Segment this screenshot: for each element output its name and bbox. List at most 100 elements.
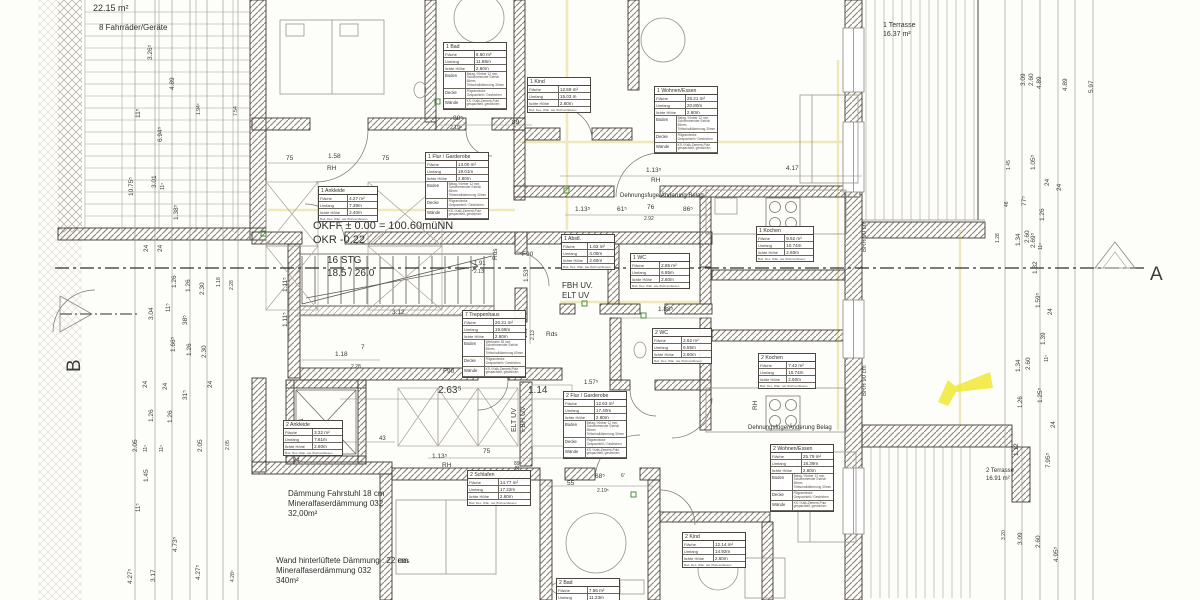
dim-label: 4.89 bbox=[1036, 76, 1043, 89]
dim-label: 1.34 bbox=[1015, 233, 1022, 246]
section-marker-b: B bbox=[64, 359, 85, 372]
dim-label: FBH UV bbox=[520, 406, 527, 432]
section-line-a bbox=[55, 241, 1148, 269]
dim-label: 31⁵ bbox=[182, 390, 189, 400]
dim-label: 75 bbox=[483, 448, 491, 455]
dim-label: 11⁵ bbox=[165, 303, 172, 312]
dim-label: 24 bbox=[143, 244, 150, 252]
dim-label: 1.39 bbox=[1040, 332, 1047, 345]
dim-label: 2.28 bbox=[351, 364, 361, 370]
dim-label: 61⁵ bbox=[617, 206, 627, 213]
dim-label: 38⁵ bbox=[182, 315, 189, 325]
annotation-text: FBH UV.ELT UV bbox=[562, 281, 593, 300]
dim-label: 75 bbox=[382, 155, 390, 162]
dim-label: RH bbox=[752, 400, 759, 410]
dim-label: 3.17 bbox=[150, 569, 157, 582]
dim-label: 1.38⁵ bbox=[173, 204, 180, 220]
terrace-2-decking bbox=[861, 447, 971, 598]
dim-label: 3.12 bbox=[392, 309, 405, 316]
dim-label: 4.28⁵ bbox=[230, 570, 236, 582]
dim-label: 24 bbox=[1056, 183, 1063, 191]
dim-label: 24 bbox=[1044, 178, 1051, 186]
dim-label: 1.05⁵ bbox=[1030, 154, 1037, 170]
dim-label: 2.28 bbox=[229, 280, 235, 290]
dim-label: Rds bbox=[492, 248, 499, 260]
dim-label: 3.09 bbox=[1017, 532, 1024, 545]
section-line-b bbox=[59, 295, 140, 333]
dim-label: 75 bbox=[286, 155, 294, 162]
dim-label: 1.51⁵ bbox=[523, 326, 529, 338]
dim-label: 1.14 bbox=[528, 385, 548, 396]
dim-label: 1.45 bbox=[1006, 160, 1012, 170]
dim-label: 3.26⁵ bbox=[147, 44, 154, 60]
dim-label: 77⁵ bbox=[1021, 196, 1028, 206]
dim-label: 1.11⁵ bbox=[282, 312, 289, 327]
dim-label: 7.95⁵ bbox=[1045, 452, 1052, 468]
dim-label: 1.26 bbox=[186, 343, 193, 356]
section-marker-a: A bbox=[1150, 264, 1163, 285]
dim-label: 68⁵ bbox=[595, 473, 605, 480]
dim-label: 2.69⁵ bbox=[1030, 232, 1037, 248]
dim-label: 24 bbox=[162, 382, 169, 390]
dim-label: 1.18 bbox=[216, 277, 222, 287]
dim-label: 1.13⁵ bbox=[575, 206, 591, 213]
dim-label: 1.94⁵ bbox=[196, 103, 202, 115]
dim-label: 1.34 bbox=[1015, 359, 1022, 372]
dim-label: 24 bbox=[207, 380, 214, 388]
dim-label: 3.01 bbox=[151, 175, 158, 188]
dim-label: 1.12 bbox=[1013, 443, 1020, 456]
dim-label: 2.19⁵ bbox=[597, 488, 609, 494]
dim-label: 86⁵ bbox=[683, 206, 693, 213]
dim-label: Rds bbox=[546, 331, 558, 338]
dim-label: 2.60 bbox=[1035, 535, 1042, 548]
dim-label: 1.25⁵ bbox=[1037, 387, 1044, 403]
dim-label: 88⁵ bbox=[453, 115, 463, 122]
dim-label: 1.13⁵ bbox=[432, 453, 448, 460]
dim-label: 3.20 bbox=[1001, 530, 1007, 540]
dim-label: 11⁵ bbox=[135, 108, 142, 118]
dim-label: 11⁵ bbox=[1044, 355, 1050, 362]
dim-label: 2.30 bbox=[199, 282, 206, 295]
annotation-text: 8 Fahrräder/Geräte bbox=[99, 23, 168, 32]
dim-label: 6.94⁵ bbox=[157, 126, 164, 142]
dim-label: 1.88⁵ bbox=[658, 306, 674, 313]
dim-label: 4.17 bbox=[786, 165, 799, 172]
dim-label: 89 bbox=[512, 119, 520, 126]
dim-label: 11⁵ bbox=[143, 445, 149, 452]
annotation-text: Dehnungsfuge/Änderung Belag bbox=[620, 193, 704, 199]
dim-label: 1.66⁵ bbox=[170, 336, 177, 352]
dim-label: 7 bbox=[361, 344, 365, 351]
dim-label: 3.04 bbox=[148, 307, 155, 320]
dim-label: 1.13⁵ bbox=[646, 167, 662, 174]
dim-label: 89 bbox=[514, 461, 520, 467]
dim-label: 2.19⁵ bbox=[450, 125, 462, 131]
dim-label: 24 bbox=[1051, 421, 1057, 428]
dim-label: 1.11⁵ bbox=[282, 277, 289, 292]
dim-label: 2.05 bbox=[132, 439, 139, 452]
dim-label: 43 bbox=[379, 436, 386, 442]
dim-label: ELT UV bbox=[511, 408, 518, 432]
annotation-text: Dehnungsfuge/Änderung Belag bbox=[748, 425, 832, 431]
dim-label: 24 bbox=[293, 458, 300, 464]
dim-label: 2.13 bbox=[530, 330, 536, 340]
installation-symbols-green bbox=[260, 98, 647, 498]
dim-label: RH bbox=[442, 462, 452, 469]
dim-label: F90 bbox=[443, 368, 455, 375]
dim-label: 11⁵ bbox=[1038, 243, 1044, 250]
dim-label: 58 bbox=[515, 465, 521, 471]
dim-label: 4.27⁵ bbox=[127, 568, 134, 584]
